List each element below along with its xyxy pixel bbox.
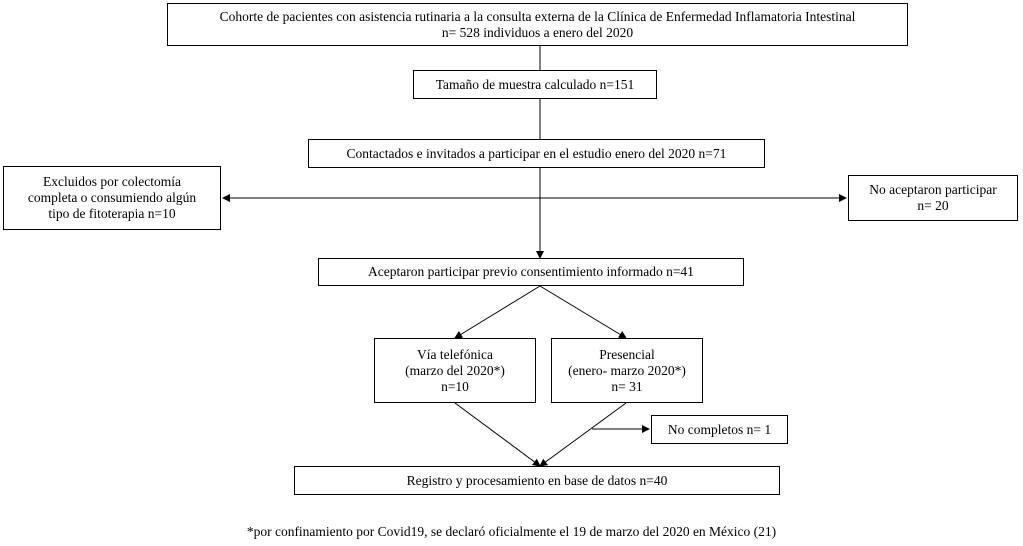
inperson-line1: Presencial: [599, 346, 655, 362]
sample-line1: Tamaño de muestra calculado n=151: [435, 76, 635, 92]
accepted-line1: Aceptaron participar previo consentimien…: [368, 264, 694, 279]
contacted-line1: Contactados e invitados a participar en …: [346, 145, 727, 161]
cohort-line1: Cohorte de pacientes con asistencia ruti…: [219, 8, 856, 24]
declined-line2: n= 20: [917, 198, 949, 213]
phone-line2: (marzo del 2020*): [405, 362, 505, 378]
arrow-accepted-inperson: [539, 285, 627, 339]
cohort-line2: n= 528 individuos a enero del 2020: [441, 24, 634, 40]
inperson-box: Presencial (enero- marzo 2020*) n= 31: [551, 338, 703, 403]
sample-box: Tamaño de muestra calculado n=151: [413, 70, 657, 99]
incomplete-line1: No completos n= 1: [667, 421, 772, 437]
excluded-line1: Excluidos por colectomía: [43, 174, 181, 189]
incomplete-box: No completos n= 1: [651, 415, 788, 444]
accepted-box: Aceptaron participar previo consentimien…: [318, 258, 744, 286]
phone-line1: Vía telefónica: [416, 346, 494, 362]
arrow-inperson-registry: [539, 402, 627, 467]
registry-box: Registro y procesamiento en base de dato…: [294, 466, 780, 495]
phone-line3: n=10: [441, 378, 469, 394]
registry-line1: Registro y procesamiento en base de dato…: [406, 472, 668, 488]
excluded-box: Excluidos por colectomía completa o cons…: [3, 166, 221, 230]
phone-box: Vía telefónica (marzo del 2020*) n=10: [374, 338, 536, 403]
inperson-line3: n= 31: [611, 378, 643, 394]
footnote: *por confinamiento por Covid19, se decla…: [246, 524, 777, 539]
declined-box: No aceptaron participar n= 20: [848, 175, 1018, 221]
arrow-accepted-phone: [454, 285, 541, 339]
inperson-line2: (enero- marzo 2020*): [568, 362, 686, 378]
arrow-phone-registry: [454, 402, 541, 467]
excluded-line2: completa o consumiendo algún: [27, 190, 197, 205]
declined-line1: No aceptaron participar: [869, 182, 997, 197]
excluded-line3: tipo de fitoterapia n=10: [48, 206, 176, 221]
cohort-box: Cohorte de pacientes con asistencia ruti…: [167, 3, 908, 46]
contacted-box: Contactados e invitados a participar en …: [308, 139, 765, 168]
